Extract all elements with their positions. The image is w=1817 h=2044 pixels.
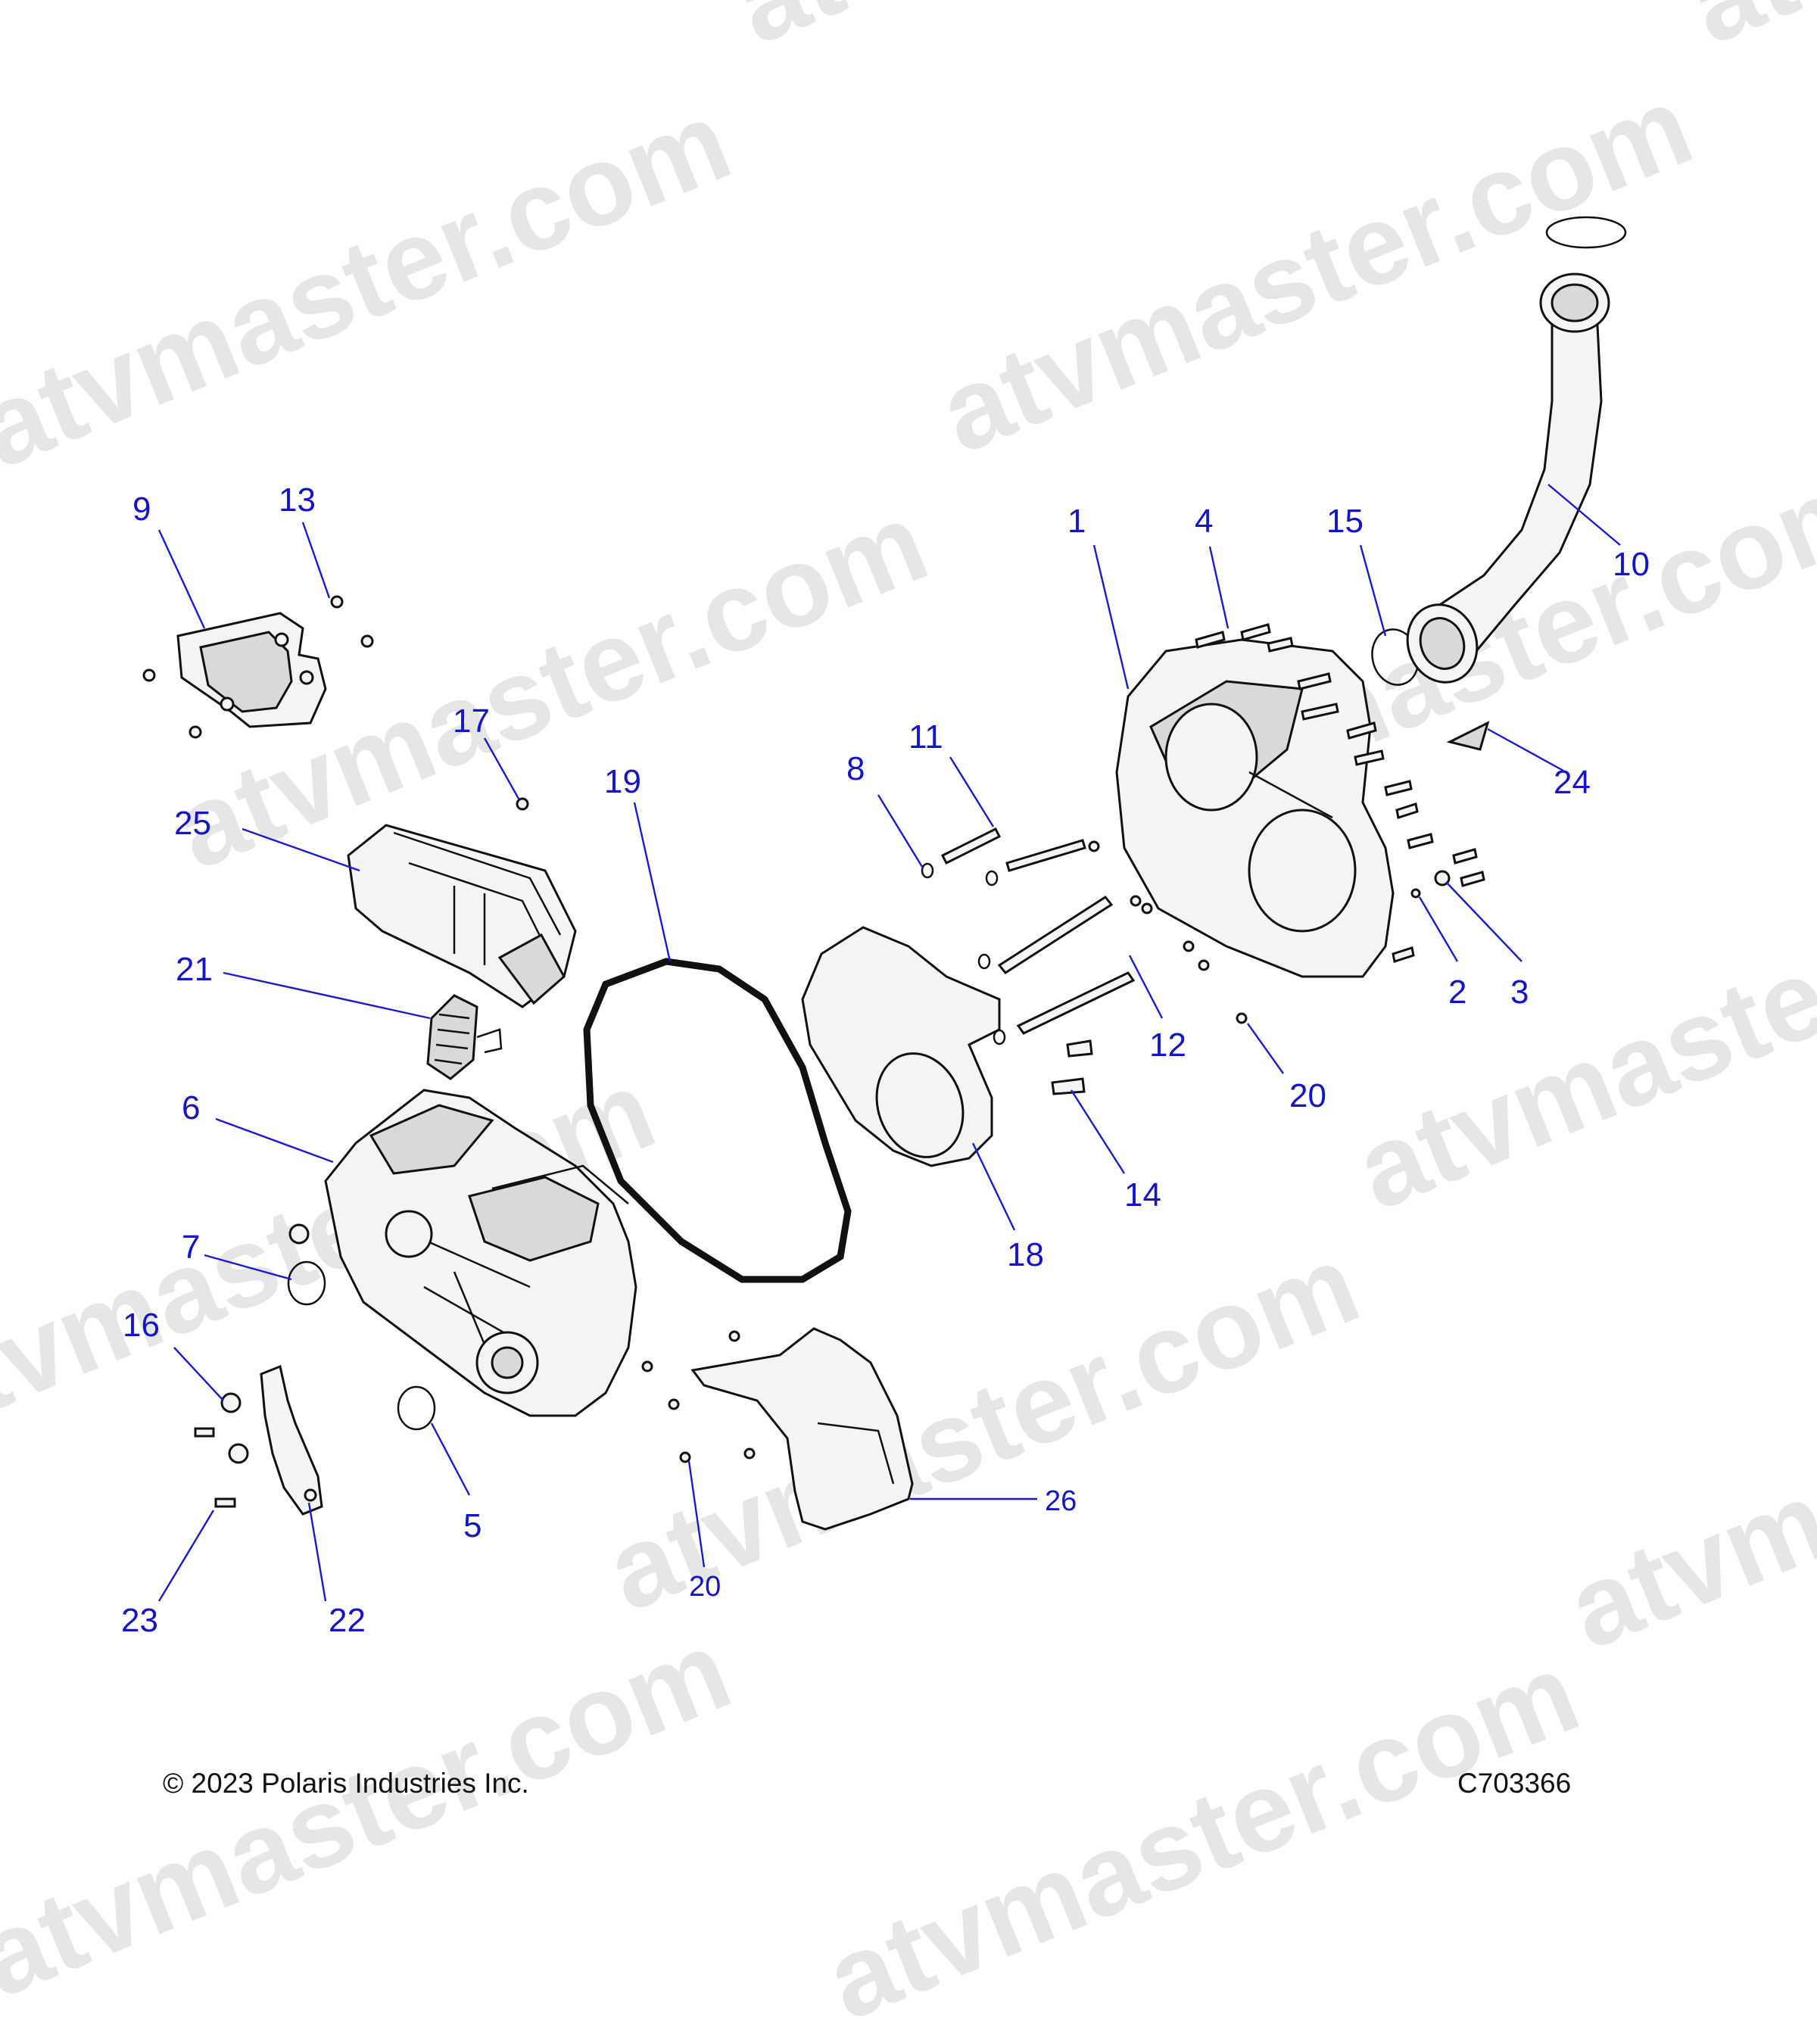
part-10-top-clamp [1545, 216, 1627, 249]
callout-19: 19 [604, 763, 641, 800]
part-17-nut [516, 797, 529, 811]
part-21-screen [426, 994, 503, 1080]
callout-14: 14 [1124, 1176, 1161, 1214]
callout-9: 9 [132, 491, 151, 528]
callout-16: 16 [123, 1307, 160, 1344]
callout-4: 4 [1195, 503, 1213, 540]
part-25-intake-duct [347, 824, 577, 1008]
copyright-text: © 2023 Polaris Industries Inc. [163, 1768, 529, 1799]
part-26-lower-shield [690, 1327, 914, 1531]
part-13-nuts [142, 595, 374, 739]
part-6-plug [288, 1223, 310, 1245]
part-14-bolts [1051, 1039, 1093, 1095]
part-22-bracket [260, 1364, 323, 1516]
part-8-washer [921, 862, 934, 879]
callout-10: 10 [1613, 546, 1650, 583]
callout-20: 20 [1289, 1077, 1326, 1114]
callout-3: 3 [1510, 974, 1529, 1011]
callout-24: 24 [1554, 764, 1591, 801]
part-11-bolts [940, 827, 1086, 886]
part-9-gasket-frame [176, 612, 327, 728]
callout-25: 25 [174, 805, 211, 842]
watermark: atvmaster.com [1551, 1257, 1817, 1672]
callout-21: 21 [176, 951, 213, 988]
callout-13: 13 [279, 481, 316, 519]
callout-20: 20 [689, 1571, 721, 1603]
callout-7: 7 [182, 1229, 200, 1266]
small-fasteners [1088, 840, 1248, 1024]
callout-23: 23 [121, 1602, 158, 1639]
callout-8: 8 [846, 750, 865, 787]
part-20-screws [641, 1330, 756, 1463]
part-3-plug [1434, 870, 1451, 886]
part-16-nut [220, 1392, 249, 1464]
part-2-dowel [1410, 888, 1421, 899]
callout-labels: 1 2 3 4 5 6 7 8 9 10 11 12 13 14 15 16 1… [121, 481, 1650, 1639]
callout-6: 6 [182, 1089, 200, 1126]
part-12-bolts [977, 896, 1136, 1045]
callout-18: 18 [1007, 1236, 1044, 1273]
watermark: atvmaster.com [0, 1605, 746, 2021]
callout-15: 15 [1326, 503, 1364, 540]
watermark: atvmaster.com [1672, 0, 1817, 68]
watermark: atvmaster.com [0, 76, 746, 491]
callout-11: 11 [908, 718, 943, 756]
callout-5: 5 [463, 1507, 482, 1544]
part-7-oring [287, 1260, 326, 1306]
part-5-oring [397, 1385, 436, 1431]
callout-1: 1 [1067, 503, 1086, 540]
watermark: atvmaster.com [1339, 818, 1817, 1233]
part-10-duct [1406, 273, 1610, 684]
part-18-shield [801, 926, 1001, 1167]
part-19-belt [583, 958, 852, 1283]
watermark: atvmaster.com [718, 0, 1504, 68]
part-6-inner-cover [324, 1089, 637, 1417]
diagram-code: C703366 [1457, 1768, 1572, 1799]
callout-12: 12 [1149, 1027, 1186, 1064]
callout-2: 2 [1448, 974, 1466, 1011]
part-24-plate [1446, 721, 1490, 751]
part-1-outer-cover [1115, 638, 1395, 978]
leader-lines [157, 484, 1621, 1602]
callout-26: 26 [1045, 1485, 1077, 1517]
part-23-bolt [194, 1427, 236, 1508]
callout-22: 22 [329, 1602, 366, 1639]
watermark: atvmaster.com [809, 1628, 1594, 2043]
part-4-bolts [1195, 623, 1485, 963]
callout-17: 17 [453, 703, 490, 740]
